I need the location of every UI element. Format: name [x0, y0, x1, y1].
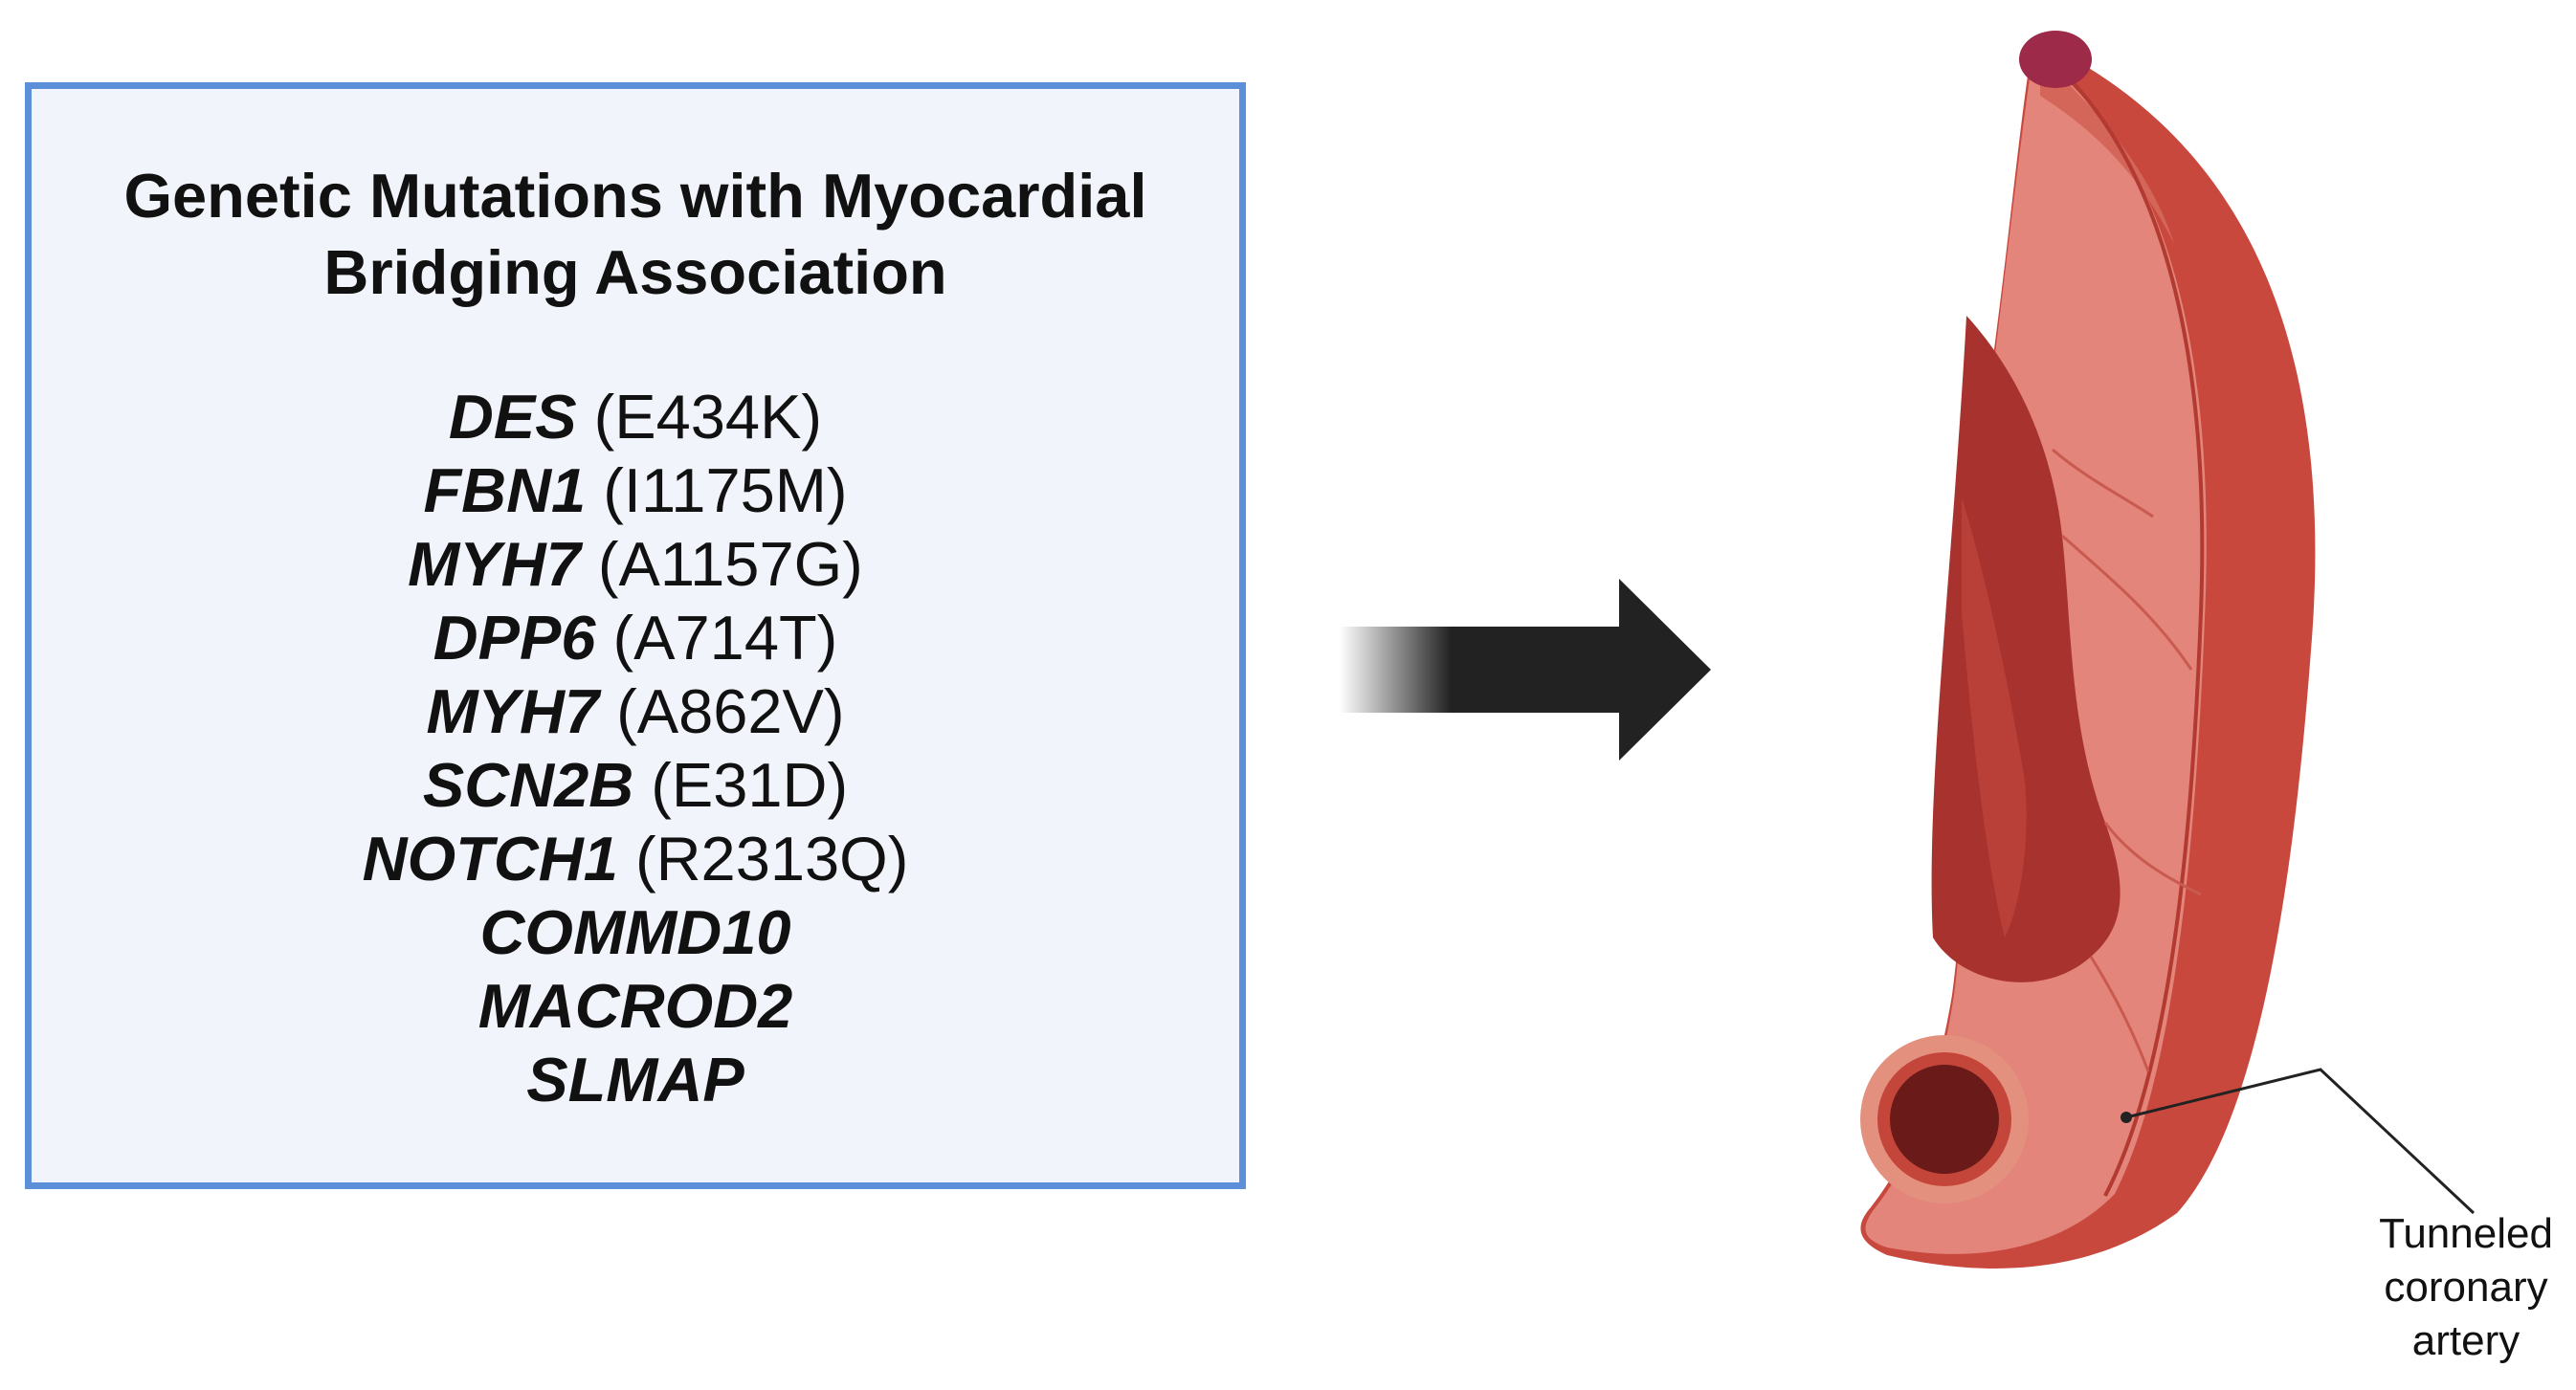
apex-tip	[2019, 31, 2092, 88]
box-title: Genetic Mutations with Myocardial Bridgi…	[123, 161, 1147, 307]
callout-dot	[2121, 1112, 2132, 1123]
gene-name: NOTCH1	[362, 824, 618, 894]
endocardial-band	[2040, 57, 2174, 244]
gene-name: MYH7	[426, 676, 600, 746]
right-arrow-icon	[1340, 579, 1711, 761]
gene-name: DPP6	[433, 603, 596, 673]
gene-name: FBN1	[423, 455, 587, 525]
gene-row: DES (E434K)	[32, 380, 1239, 453]
gene-row: MYH7 (A862V)	[32, 674, 1239, 748]
gene-name: SCN2B	[422, 750, 634, 820]
gene-row: SLMAP	[32, 1043, 1239, 1116]
gene-name: MACROD2	[477, 971, 793, 1041]
gene-mutation-box: Genetic Mutations with Myocardial Bridgi…	[25, 82, 1246, 1189]
gene-variant: (A862V)	[616, 676, 845, 746]
callout-leader-line	[2125, 1068, 2476, 1215]
gene-row: NOTCH1 (R2313Q)	[32, 822, 1239, 895]
myocardial-bridge-illustration	[1860, 31, 2476, 1269]
gene-row: FBN1 (I1175M)	[32, 453, 1239, 527]
epicardial-line	[2034, 46, 2205, 1197]
gene-row: MYH7 (A1157G)	[32, 527, 1239, 601]
artery-lumen	[1890, 1065, 1999, 1174]
gene-row: MACROD2	[32, 969, 1239, 1043]
gene-row: COMMD10	[32, 895, 1239, 969]
gene-name: MYH7	[408, 529, 581, 599]
gene-variant: (I1175M)	[603, 455, 848, 525]
gene-row: SCN2B (E31D)	[32, 748, 1239, 822]
gene-variant: (A1157G)	[597, 529, 863, 599]
gene-variant: (A714T)	[612, 603, 838, 673]
gene-name: DES	[448, 382, 577, 452]
arrow-shape	[1340, 579, 1711, 761]
gene-variant: (R2313Q)	[634, 824, 909, 894]
surface-vessels	[2052, 448, 2202, 1072]
gene-list: DES (E434K) FBN1 (I1175M) MYH7 (A1157G) …	[32, 380, 1239, 1116]
gene-row: DPP6 (A714T)	[32, 601, 1239, 674]
gene-name: COMMD10	[479, 897, 791, 967]
gene-variant: (E31D)	[651, 750, 849, 820]
gene-name: SLMAP	[526, 1045, 744, 1114]
callout-label: Tunneled coronary artery	[2379, 1210, 2553, 1364]
trabeculae	[1931, 316, 2121, 982]
gene-variant: (E434K)	[593, 382, 823, 452]
trabeculae-highlight	[1962, 497, 2027, 938]
